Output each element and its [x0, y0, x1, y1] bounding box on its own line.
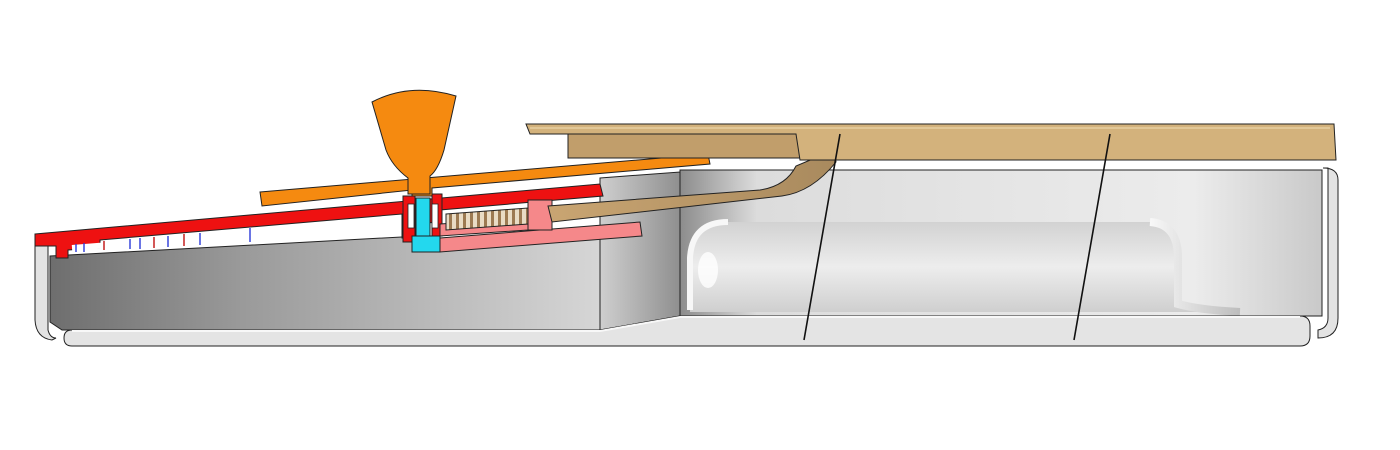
bottom-base-plate	[63, 315, 1311, 347]
tan-angled-arm	[547, 149, 837, 223]
leader-lines	[803, 133, 1111, 341]
inner-raised-cavity	[687, 218, 1241, 316]
leader-line-2	[1073, 133, 1111, 341]
compression-spring	[445, 207, 529, 231]
cyan-bushing	[407, 197, 441, 253]
orange-knob	[371, 89, 457, 195]
leader-line-1	[803, 133, 841, 341]
tan-top-cover	[525, 123, 1337, 161]
